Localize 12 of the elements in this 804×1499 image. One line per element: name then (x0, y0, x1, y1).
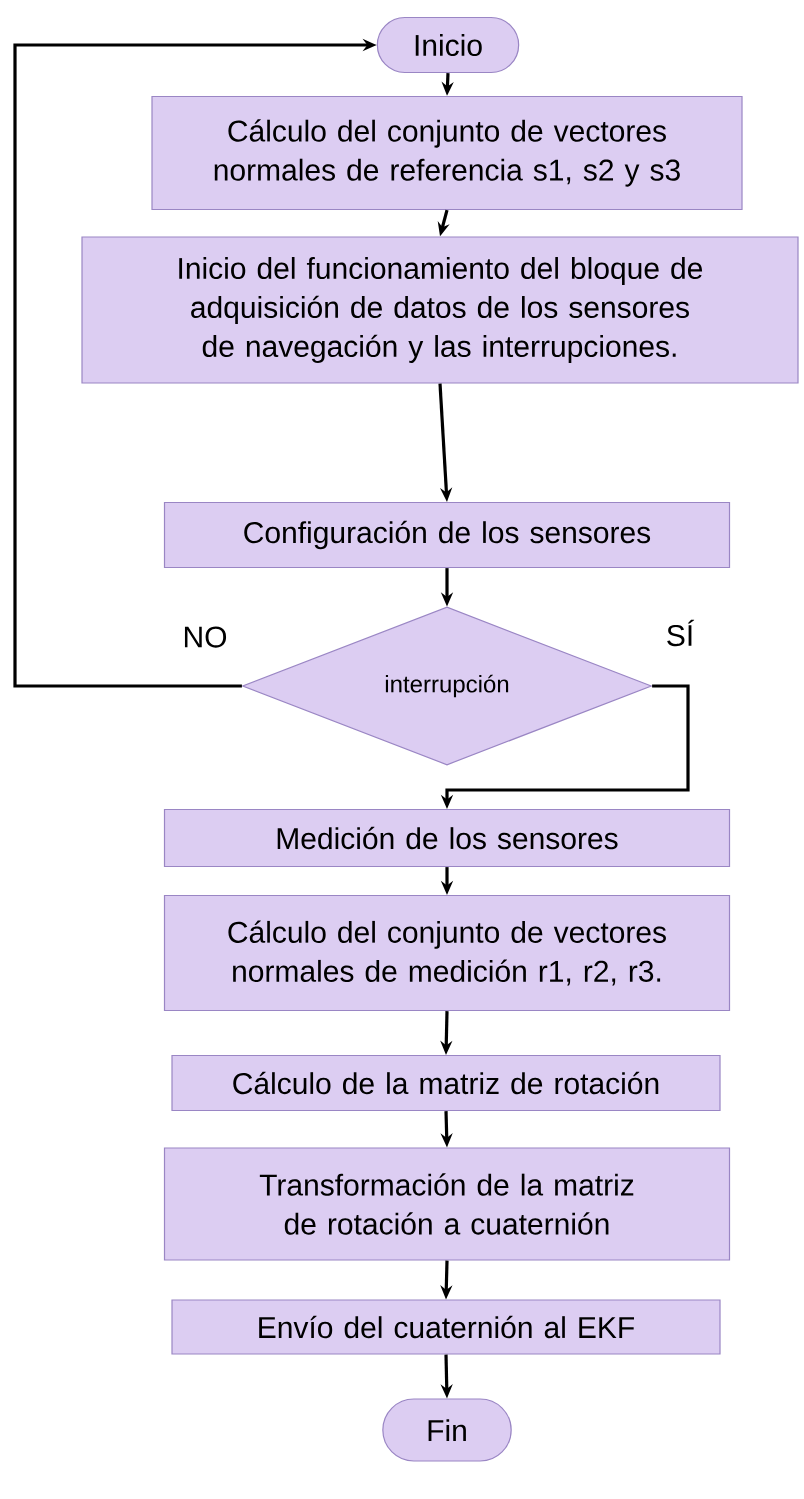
process-box: Envío del cuaternión al EKF (171, 1299, 721, 1355)
process-box: Cálculo del conjunto de vectores normales de medición r1, r2, r3. (163, 894, 731, 1012)
terminal-box: Fin (382, 1398, 512, 1462)
edge-label: SÍ (663, 617, 697, 649)
process-box: Medición de los sensores (163, 808, 731, 868)
process-box: Configuración de los sensores (163, 501, 731, 569)
edge-label: NO (180, 624, 230, 650)
process-box: Transformación de la matriz de rotación a cuaternión (163, 1147, 731, 1261)
process-box: Cálculo del conjunto de vectores normales de referencia s1, s2 y s3 (151, 95, 743, 211)
terminal-box: Inicio (376, 16, 520, 74)
process-box: Inicio del funcionamiento del bloque de adquisición de datos de los sensores de navegación y las interrupciones. (81, 236, 799, 384)
process-box: Cálculo de la matriz de rotación (171, 1054, 721, 1112)
